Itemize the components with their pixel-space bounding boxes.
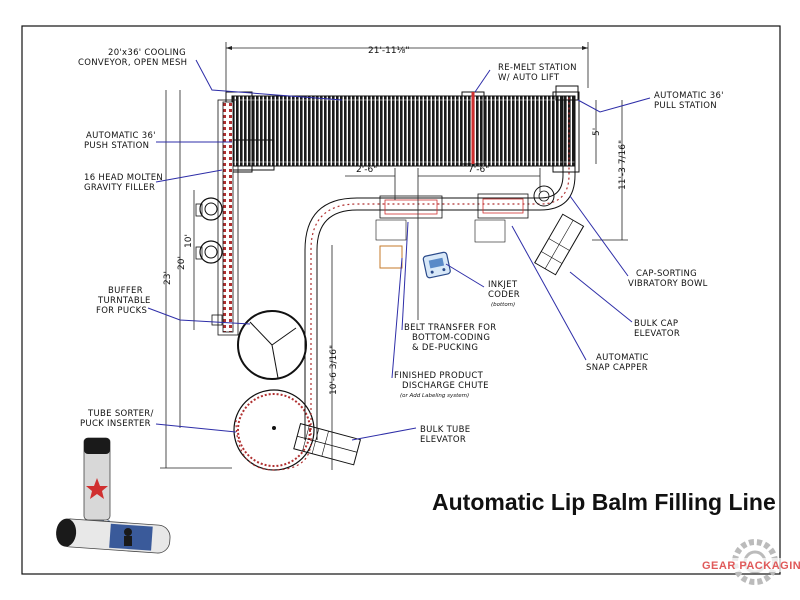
- dim-top-width: [225, 42, 589, 92]
- label-remelt-1: RE-MELT STATION: [498, 63, 577, 73]
- label-push-station-1: AUTOMATIC 36': [86, 131, 156, 141]
- snap-capper: [474, 193, 529, 243]
- brand-text: GEAR PACKAGING: [702, 560, 800, 572]
- bulk-tube-elevator: [293, 423, 362, 466]
- filler-pump-1: [195, 197, 223, 221]
- dim-left-20-text: 20': [177, 256, 187, 270]
- label-cap-sorting-2: VIBRATORY BOWL: [628, 279, 708, 289]
- label-inkjet-2: CODER: [488, 290, 520, 300]
- belt-transfer: [375, 195, 443, 241]
- label-discharge-2: DISCHARGE CHUTE: [402, 381, 489, 391]
- leader-lines: [147, 59, 651, 441]
- main-conveyor: [235, 96, 576, 471]
- dim-vertical-10-6-text: 10'-6 3/16": [329, 345, 339, 395]
- cap-sorting-bowl: [533, 185, 555, 207]
- brand-logo: GEAR PACKAGING: [690, 539, 800, 585]
- label-bulk-cap-1: BULK CAP: [634, 319, 678, 329]
- label-snap-capper-1: AUTOMATIC: [596, 353, 649, 363]
- dim-gap-right: [418, 168, 541, 192]
- pull-station: [555, 85, 579, 101]
- page-title: Automatic Lip Balm Filling Line: [432, 489, 776, 515]
- dim-right-11-text: 11'-3 7/16": [618, 140, 628, 190]
- label-filler-1: 16 HEAD MOLTEN: [84, 173, 163, 183]
- label-push-station-2: PUSH STATION: [84, 141, 149, 151]
- dim-gap-left-text: 2'-6": [356, 165, 377, 175]
- label-tube-sorter-2: PUCK INSERTER: [80, 419, 151, 429]
- label-tube-sorter-1: TUBE SORTER/: [87, 409, 154, 419]
- dim-gap-left: [345, 168, 419, 320]
- cooling-conveyor: [225, 91, 580, 173]
- label-discharge-3: (or Add Labeling system): [400, 393, 469, 399]
- remelt-station: [461, 91, 485, 165]
- label-buffer-1: BUFFER: [108, 286, 143, 296]
- dim-left-10-text: 10': [184, 234, 194, 248]
- label-cooling-conveyor-1: 20'x36' COOLING: [108, 48, 186, 58]
- label-bulk-tube-1: BULK TUBE: [420, 425, 470, 435]
- dim-top-width-text: 21'-11⅛": [368, 46, 410, 56]
- product-image: SEA: [56, 437, 171, 554]
- label-belt-2: BOTTOM-CODING: [412, 333, 490, 343]
- label-inkjet-3: (bottom): [491, 302, 515, 308]
- label-pull-station-1: AUTOMATIC 36': [654, 91, 724, 101]
- inkjet-coder: [422, 251, 451, 279]
- label-buffer-3: FOR PUCKS: [96, 306, 147, 316]
- label-cooling-conveyor-2: CONVEYOR, OPEN MESH: [78, 58, 187, 68]
- drawing-border: [21, 25, 781, 575]
- buffer-turntable: [237, 310, 307, 380]
- filler-base: [211, 314, 223, 326]
- dim-right-5-text: 5': [592, 128, 602, 136]
- label-cap-sorting-1: CAP-SORTING: [636, 269, 697, 279]
- star-icon: [86, 478, 108, 499]
- label-bulk-tube-2: ELEVATOR: [420, 435, 466, 445]
- discharge-chute: [379, 245, 403, 269]
- label-discharge-1: FINISHED PRODUCT: [394, 371, 484, 381]
- bulk-cap-elevator: [534, 213, 585, 276]
- tube-sorter: [233, 389, 315, 471]
- label-snap-capper-2: SNAP CAPPER: [586, 363, 648, 373]
- label-remelt-2: W/ AUTO LIFT: [498, 73, 560, 83]
- dim-right-11: [592, 100, 628, 241]
- dim-left-23-text: 23': [163, 271, 173, 285]
- label-buffer-2: TURNTABLE: [97, 296, 151, 306]
- label-inkjet-1: INKJET: [488, 280, 518, 290]
- label-belt-1: BELT TRANSFER FOR: [404, 323, 496, 333]
- label-bulk-cap-2: ELEVATOR: [634, 329, 680, 339]
- label-pull-station-2: PULL STATION: [654, 101, 717, 111]
- dim-gap-right-text: 7'-6": [468, 165, 489, 175]
- filler-pump-2: [195, 240, 223, 264]
- label-belt-3: & DE-PUCKING: [412, 343, 478, 353]
- dim-left-23: [160, 90, 232, 469]
- label-filler-2: GRAVITY FILLER: [84, 183, 155, 193]
